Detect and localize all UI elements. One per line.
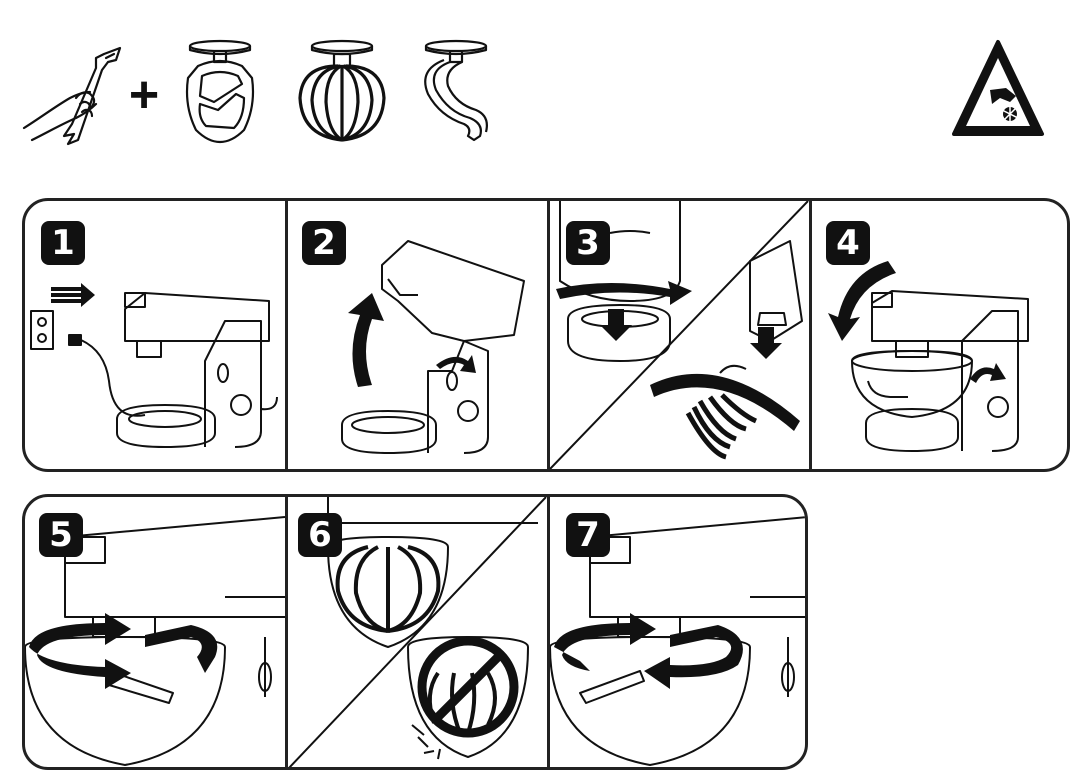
step-1-badge: 1 bbox=[41, 221, 85, 265]
step-5-badge: 5 bbox=[39, 513, 83, 557]
wrench-in-hand-icon bbox=[22, 46, 122, 146]
step-7-panel: 7 bbox=[550, 497, 805, 767]
loosen-nut-icon bbox=[25, 516, 285, 766]
plus-sign: + bbox=[128, 66, 160, 124]
step-2-badge: 2 bbox=[302, 221, 346, 265]
pinch-hazard-warning-icon bbox=[952, 40, 1044, 136]
tighten-nut-icon bbox=[550, 516, 805, 766]
steps-row-1: 1 2 bbox=[22, 198, 1070, 472]
whisk-icon bbox=[298, 39, 386, 142]
step-4-panel: 4 bbox=[812, 201, 1067, 469]
step-divider bbox=[547, 497, 550, 767]
unplug-mixer-icon bbox=[30, 283, 278, 448]
step-divider bbox=[285, 497, 288, 767]
step-4-badge: 4 bbox=[826, 221, 870, 265]
steps-row-2: 5 bbox=[22, 494, 808, 770]
dough-hook-icon bbox=[424, 39, 488, 142]
step-1-panel: 1 bbox=[25, 201, 287, 469]
step-3-badge: 3 bbox=[566, 221, 610, 265]
step-divider bbox=[809, 201, 812, 469]
step-divider bbox=[547, 201, 550, 469]
step-5-panel: 5 bbox=[25, 497, 285, 767]
lower-head-fit-bowl-icon bbox=[828, 261, 1029, 452]
raise-head-icon bbox=[341, 240, 525, 454]
step-3-panel: 3 bbox=[550, 201, 810, 469]
tool-too-low-icon bbox=[288, 497, 547, 767]
step-6-badge: 6 bbox=[298, 513, 342, 557]
step-7-badge: 7 bbox=[566, 513, 610, 557]
fit-tool-icon bbox=[550, 201, 809, 469]
step-divider bbox=[285, 201, 288, 469]
tools-row: + bbox=[0, 0, 700, 160]
step-6-panel: 6 bbox=[288, 497, 548, 767]
k-beater-icon bbox=[185, 39, 255, 144]
step-2-panel: 2 bbox=[288, 201, 548, 469]
